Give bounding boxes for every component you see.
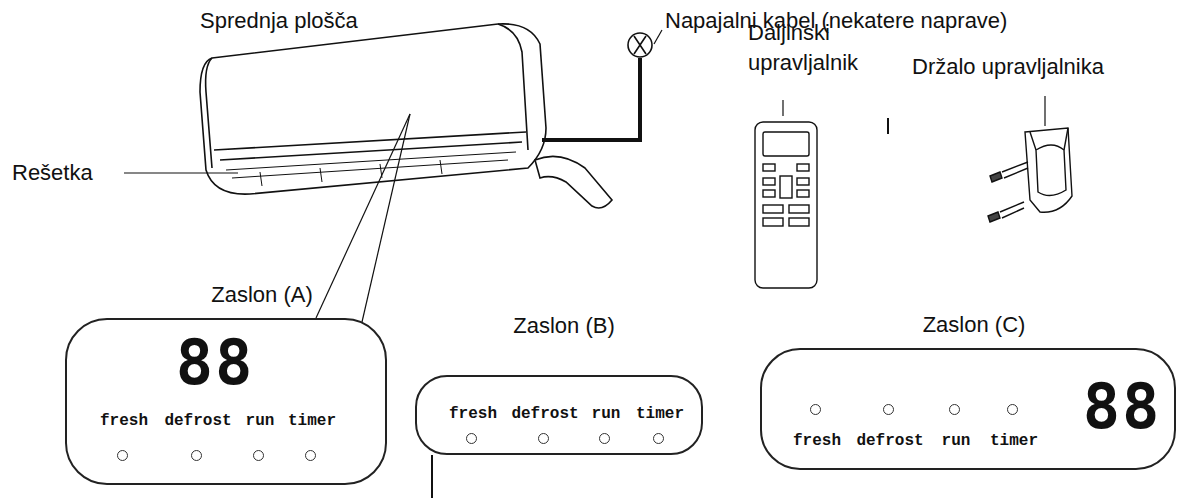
indicator-lamp bbox=[466, 433, 477, 444]
indicator-lamp bbox=[949, 404, 960, 415]
drawing-circle bbox=[628, 33, 652, 57]
drawing-line bbox=[431, 455, 433, 498]
indicator-lamp bbox=[1007, 404, 1018, 415]
drawing-path bbox=[226, 152, 516, 170]
drawing-path bbox=[232, 160, 508, 178]
display-heading: Zaslon (A) bbox=[211, 282, 312, 308]
drawing-path bbox=[1036, 145, 1066, 196]
drawing-rect bbox=[763, 164, 775, 171]
drawing-path bbox=[654, 30, 662, 44]
drawing-rect bbox=[797, 190, 809, 197]
display-panel: Zaslon (C)freshdefrostruntimer88 bbox=[760, 348, 1176, 470]
drawing-path bbox=[1000, 202, 1024, 218]
indicator-label: defrost bbox=[511, 405, 578, 423]
drawing-path bbox=[206, 58, 212, 168]
drawing-path bbox=[214, 132, 526, 150]
digit-display: 88 bbox=[1083, 376, 1162, 438]
part-label: Napajalni kabel (nekatere naprave) bbox=[665, 6, 1085, 36]
indicator-label: run bbox=[246, 412, 275, 430]
drawing-rect bbox=[763, 190, 775, 197]
drawing-line bbox=[887, 118, 889, 134]
indicator-lamp bbox=[810, 404, 821, 415]
drawing-path bbox=[260, 160, 442, 186]
drawing-path bbox=[634, 36, 646, 54]
drawing-rect bbox=[763, 132, 809, 156]
indicator-label: fresh bbox=[449, 405, 497, 423]
drawing-line bbox=[1044, 96, 1045, 126]
drawing-line bbox=[124, 172, 238, 173]
indicator-lamp bbox=[883, 404, 894, 415]
indicator-label: defrost bbox=[164, 412, 231, 430]
display-panel: Zaslon (B)freshdefrostruntimer bbox=[415, 375, 703, 455]
indicator-label: timer bbox=[990, 432, 1038, 450]
drawing-path bbox=[990, 172, 1002, 182]
indicator-lamp bbox=[117, 450, 128, 461]
drawing-line bbox=[782, 100, 783, 116]
indicator-label: timer bbox=[288, 412, 336, 430]
drawing-rect bbox=[763, 205, 783, 213]
indicator-lamp bbox=[305, 450, 316, 461]
drawing-path bbox=[1030, 128, 1068, 150]
drawing-rect bbox=[789, 218, 809, 226]
indicator-lamp bbox=[191, 450, 202, 461]
leader-lines bbox=[124, 96, 1045, 498]
pipes-and-cable bbox=[535, 30, 662, 208]
drawing-rect bbox=[763, 218, 783, 226]
digit-display: 88 bbox=[176, 332, 255, 394]
drawing-path bbox=[535, 156, 612, 208]
drawing-line bbox=[362, 114, 410, 322]
part-label: Rešetka bbox=[12, 158, 122, 188]
indicator-label: fresh bbox=[793, 432, 841, 450]
drawing-path bbox=[498, 24, 528, 150]
drawing-line bbox=[316, 114, 410, 318]
display-heading: Zaslon (B) bbox=[513, 313, 614, 339]
remote-control bbox=[755, 122, 817, 288]
drawing-path bbox=[1025, 128, 1072, 212]
indoor-unit bbox=[200, 24, 546, 194]
drawing-rect bbox=[780, 176, 792, 198]
indicator-lamp bbox=[253, 450, 264, 461]
indicator-lamp bbox=[599, 433, 610, 444]
drawing-rect bbox=[763, 178, 775, 185]
indicator-lamp bbox=[653, 433, 664, 444]
indicator-label: run bbox=[942, 432, 971, 450]
indicator-label: defrost bbox=[856, 432, 923, 450]
drawing-path bbox=[200, 24, 546, 194]
part-label: Daljinski upravljalnik bbox=[748, 18, 888, 77]
display-panel: Zaslon (A)88freshdefrostruntimer bbox=[65, 318, 387, 485]
drawing-rect bbox=[755, 122, 817, 288]
part-label: Sprednja plošča bbox=[200, 6, 440, 36]
indicator-label: run bbox=[592, 405, 621, 423]
drawing-path bbox=[220, 142, 522, 160]
display-heading: Zaslon (C) bbox=[923, 312, 1026, 338]
indicator-label: timer bbox=[636, 405, 684, 423]
drawing-path bbox=[542, 58, 640, 140]
drawing-rect bbox=[797, 164, 809, 171]
indicator-label: fresh bbox=[100, 412, 148, 430]
part-label: Držalo upravljalnika bbox=[912, 52, 1172, 82]
drawing-rect bbox=[789, 205, 809, 213]
drawing-rect bbox=[797, 178, 809, 185]
remote-holder bbox=[988, 128, 1072, 222]
drawing-path bbox=[988, 212, 1000, 222]
indicator-lamp bbox=[538, 433, 549, 444]
drawing-path bbox=[1002, 162, 1028, 178]
